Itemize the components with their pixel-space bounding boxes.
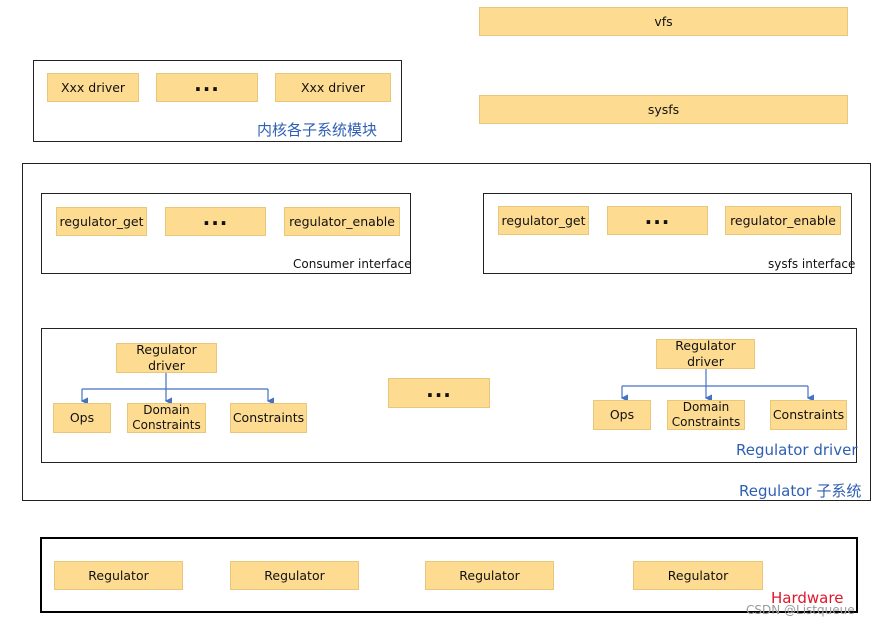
consumer-interface-label: Consumer interface [293, 257, 412, 271]
regulator-enable-box: regulator_enable [284, 207, 400, 236]
sysfs-ellipsis-box: ... [607, 205, 708, 235]
hardware-frame [40, 537, 858, 613]
sysfs-interface-frame [483, 193, 852, 274]
regulator-get-box: regulator_get [56, 207, 147, 236]
hardware-regulator-box: Regulator [425, 561, 554, 590]
regulator-enable-box: regulator_enable [725, 206, 841, 235]
kernel-module-label: 内核各子系统模块 [257, 121, 378, 139]
regulator-get-box: regulator_get [498, 206, 589, 235]
vfs-box: vfs [479, 7, 848, 36]
regulator-driver-node: Regulator driver [656, 338, 755, 369]
consumer-interface-frame [41, 193, 411, 274]
driver-ellipsis-box: ... [388, 378, 490, 408]
consumer-ellipsis-box: ... [165, 206, 266, 236]
watermark: CSDN @Listqueue [746, 603, 855, 617]
constraints-box: Constraints [770, 400, 847, 430]
regulator-driver-label: Regulator driver [736, 441, 858, 459]
ops-box: Ops [53, 403, 111, 433]
ops-box: Ops [593, 400, 651, 430]
regulator-subsystem-frame [22, 163, 871, 501]
kernel-module-frame [33, 60, 402, 142]
hardware-regulator-box: Regulator [230, 561, 359, 590]
kernel-ellipsis-box: ... [156, 72, 258, 102]
kernel-driver-box: Xxx driver [275, 73, 391, 102]
constraints-box: Constraints [230, 403, 307, 433]
hardware-regulator-box: Regulator [54, 561, 183, 590]
hardware-label: Hardware [771, 589, 844, 607]
domain-constraints-box: Domain Constraints [127, 403, 206, 433]
regulator-driver-node: Regulator driver [116, 342, 217, 373]
regulator-driver-frame [41, 328, 857, 463]
kernel-driver-box: Xxx driver [47, 73, 139, 102]
regulator-subsystem-label: Regulator 子系统 [739, 482, 862, 500]
domain-constraints-box: Domain Constraints [667, 400, 745, 430]
sysfs-box: sysfs [479, 95, 848, 124]
sysfs-interface-label: sysfs interface [768, 257, 856, 271]
hardware-regulator-box: Regulator [633, 561, 763, 590]
